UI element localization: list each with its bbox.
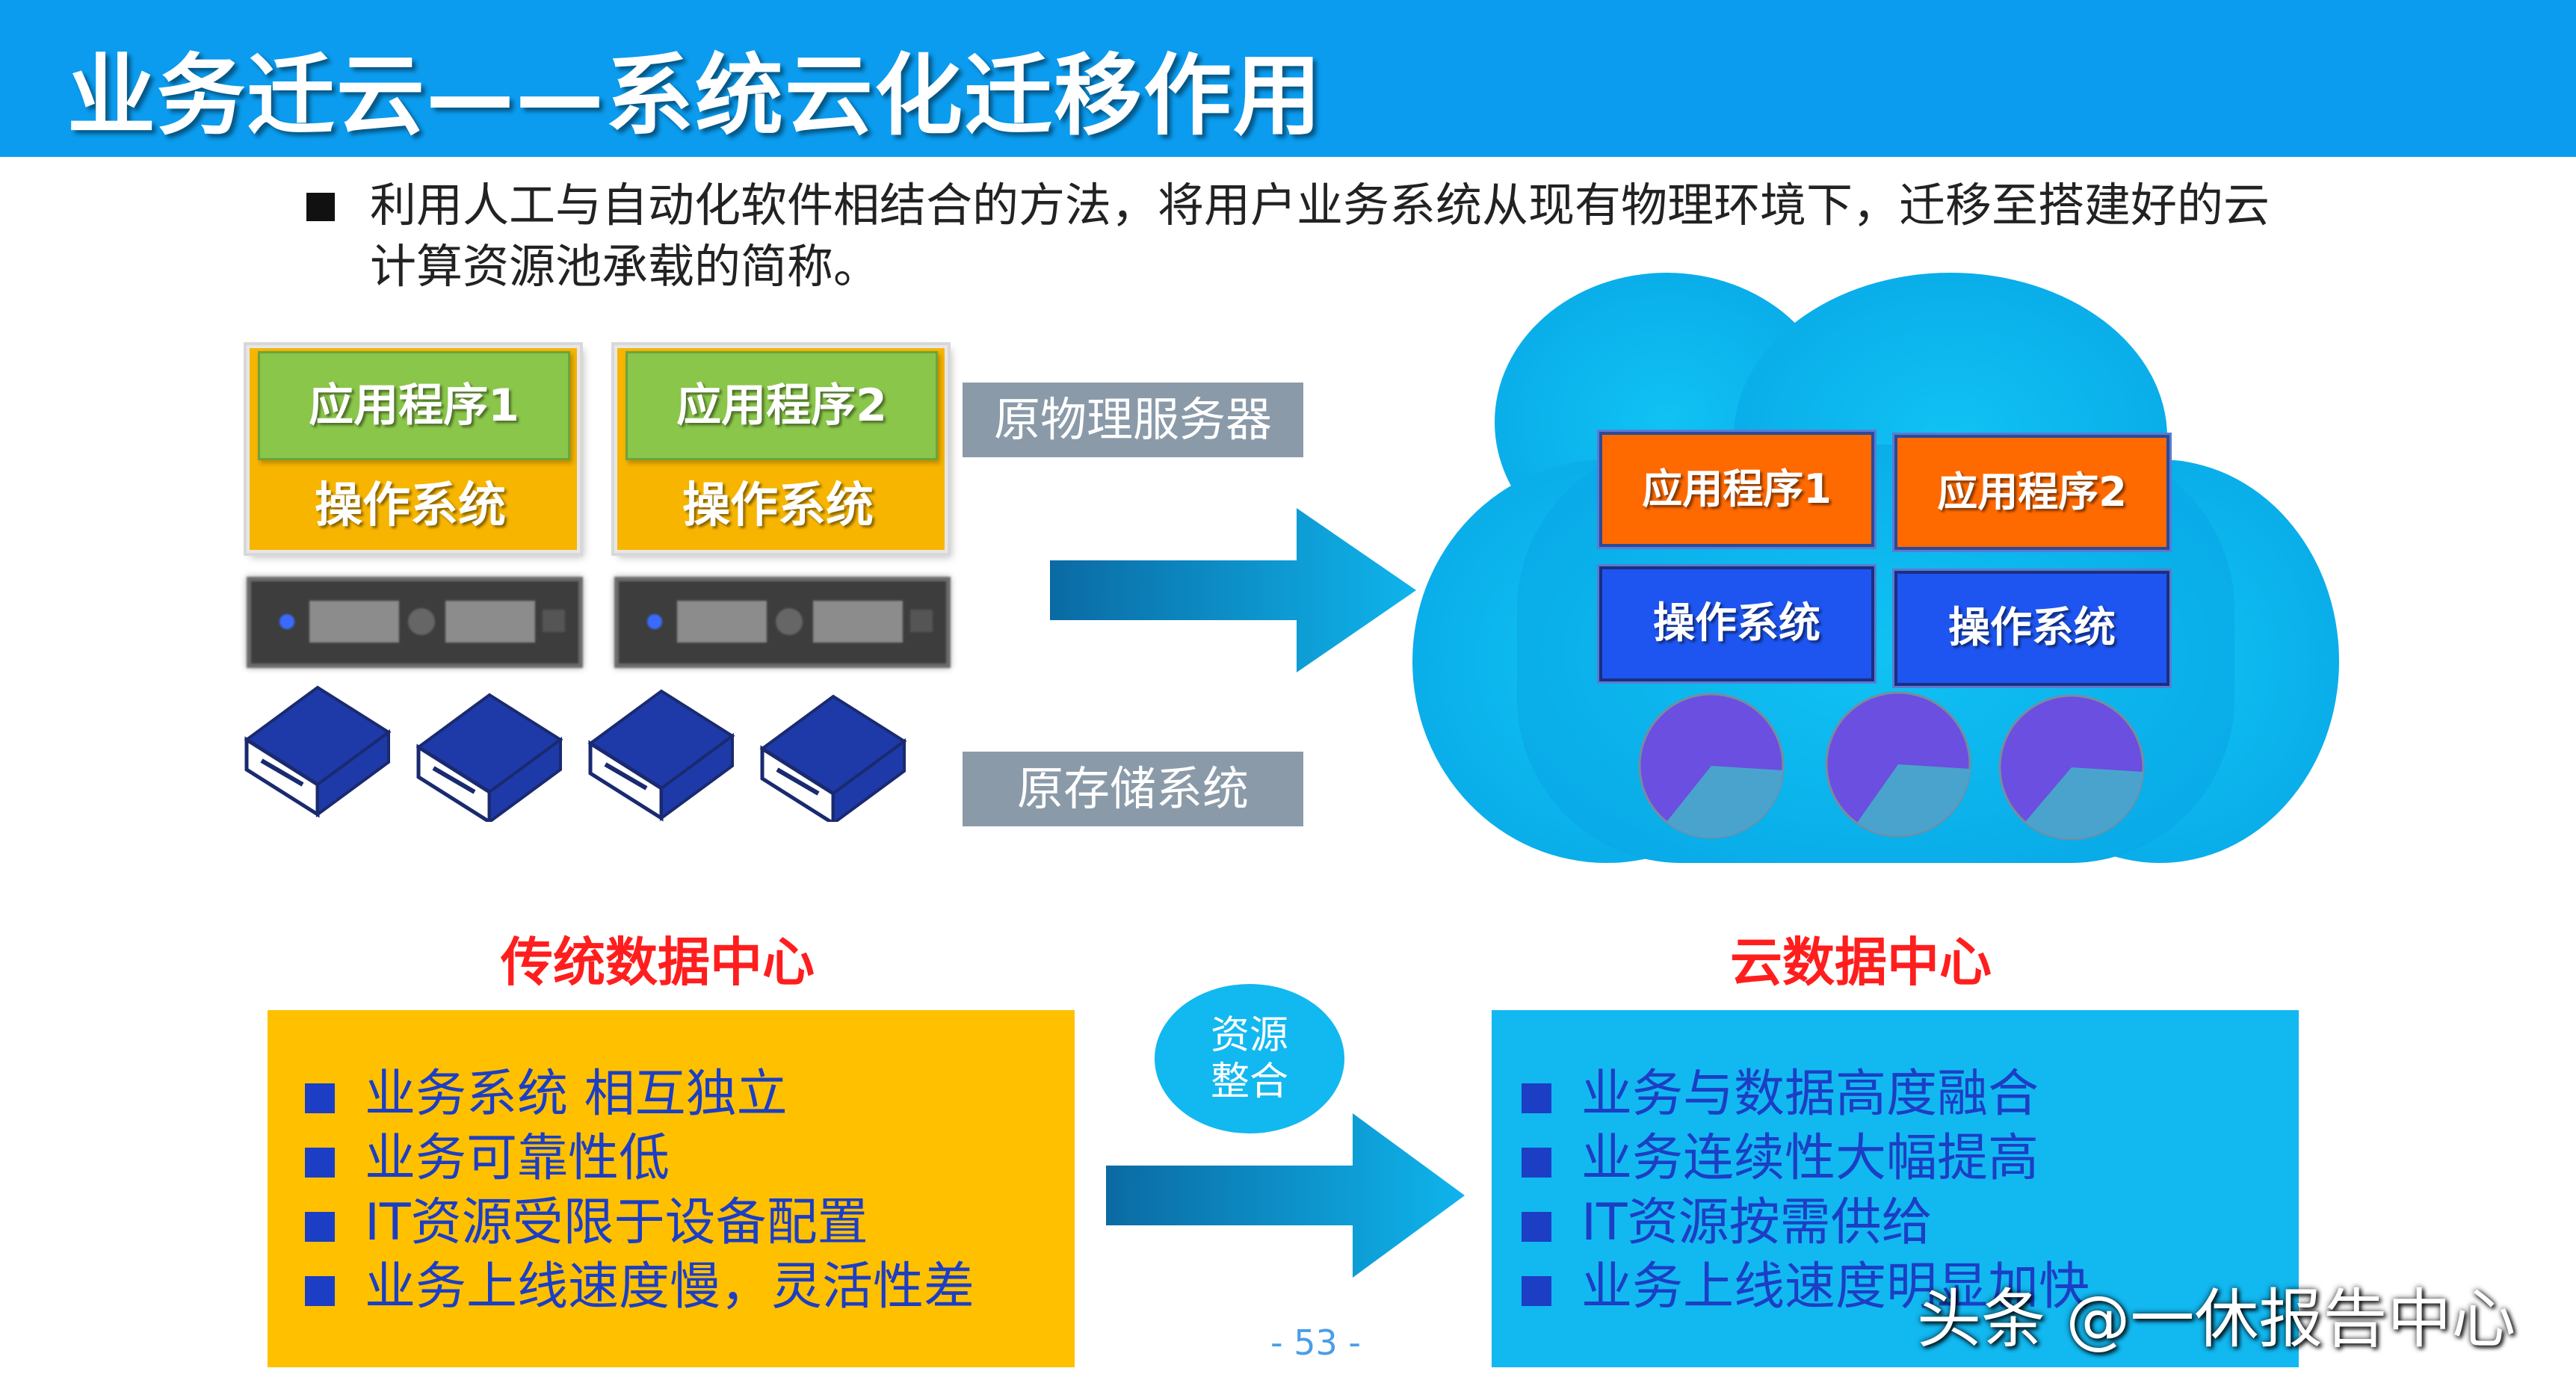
bullet-square-icon — [305, 1148, 335, 1178]
bullet-square-icon — [305, 1212, 335, 1242]
list-item: 业务系统 相互独立 — [282, 1062, 1075, 1127]
cloud-os-1-box: 操作系统 — [1599, 566, 1874, 681]
right-arrow-icon — [1106, 1113, 1465, 1278]
bullet-square-icon — [1522, 1148, 1551, 1178]
bullet-square-icon — [1522, 1212, 1551, 1242]
list-item: 业务连续性大幅提高 — [1499, 1127, 2291, 1191]
watermark: 头条 @一休报告中心 — [1917, 1282, 2516, 1357]
traditional-dc-heading: 传统数据中心 — [501, 932, 815, 993]
server-2-app-box: 应用程序2 — [626, 351, 938, 460]
list-item: 业务可靠性低 — [282, 1127, 1075, 1191]
bullet-square-icon — [1522, 1083, 1551, 1113]
server-2-os-label: 操作系统 — [682, 478, 874, 533]
intro-paragraph: 利用人工与自动化软件相结合的方法，将用户业务系统从现有物理环境下，迁移至搭建好的… — [370, 178, 2270, 294]
resource-integration-badge: 资源 整合 — [1155, 984, 1344, 1133]
list-item: 业务与数据高度融合 — [1499, 1062, 2291, 1127]
list-item: IT资源按需供给 — [1499, 1191, 2291, 1255]
traditional-dc-box: 业务系统 相互独立 业务可靠性低 IT资源受限于设备配置 业务上线速度慢，灵活性… — [268, 1010, 1075, 1367]
physical-server-label: 原物理服务器 — [963, 383, 1303, 457]
cloud-dc-heading: 云数据中心 — [1730, 932, 1992, 993]
page-title: 业务迁云——系统云化迁移作用 — [67, 44, 1323, 147]
title-banner — [0, 0, 2576, 157]
storage-system-label: 原存储系统 — [963, 752, 1303, 826]
storage-drive-icon — [418, 695, 560, 822]
page-number: - 53 - — [1270, 1322, 1361, 1363]
pie-charts-group — [1638, 691, 2145, 841]
right-arrow-icon — [1050, 508, 1416, 672]
pie-chart-icon — [1998, 694, 2145, 841]
pie-chart-icon — [1825, 691, 1971, 838]
storage-drive-icon — [247, 687, 389, 814]
bullet-square-icon — [1522, 1276, 1551, 1306]
resource-integration-label: 资源 整合 — [1210, 1013, 1288, 1104]
list-item: IT资源受限于设备配置 — [282, 1191, 1075, 1255]
list-item: 业务上线速度明显加快 — [1499, 1255, 2291, 1319]
server-1-app-box: 应用程序1 — [258, 351, 570, 460]
cloud-app-1-box: 应用程序1 — [1599, 432, 1874, 547]
list-item: 业务上线速度慢，灵活性差 — [282, 1255, 1075, 1319]
cloud-dc-box: 业务与数据高度融合 业务连续性大幅提高 IT资源按需供给 业务上线速度明显加快 — [1492, 1010, 2299, 1367]
storage-drive-icon — [762, 696, 904, 822]
intro-bullet-icon — [306, 193, 335, 221]
server-1-os-label: 操作系统 — [315, 478, 506, 533]
bullet-square-icon — [305, 1083, 335, 1113]
cloud-app-2-box: 应用程序2 — [1894, 435, 2169, 550]
storage-drive-icon — [590, 691, 732, 818]
pie-chart-icon — [1638, 693, 1785, 839]
server-rack-icon — [614, 577, 951, 668]
bullet-square-icon — [305, 1276, 335, 1306]
server-rack-icon — [247, 577, 583, 668]
cloud-os-2-box: 操作系统 — [1894, 571, 2169, 686]
